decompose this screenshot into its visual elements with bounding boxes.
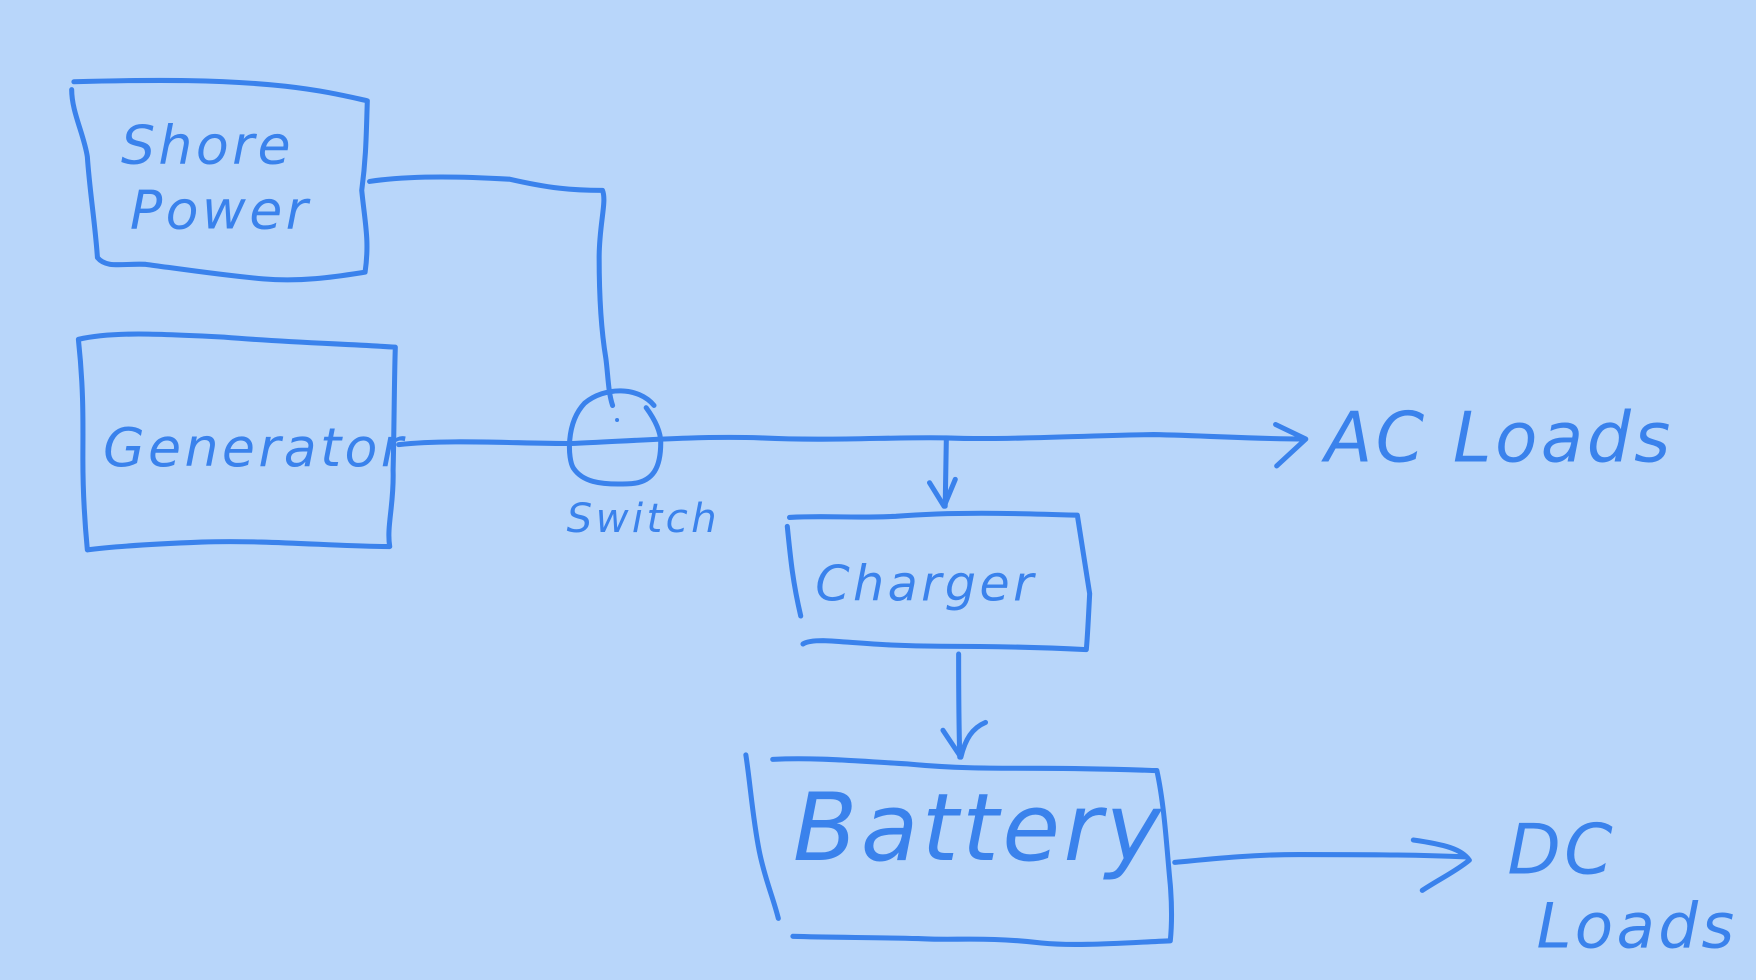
shore-power-label-line1: Shore [121,114,294,177]
generator-label: Generator [103,416,406,479]
shore-power-box [69,77,370,283]
switch-label: Switch [567,495,720,542]
charger-label: Charger [815,554,1036,612]
shore-to-switch-wire [367,174,616,408]
charger-arrowhead [926,476,958,509]
bus-to-charger-wire [942,437,949,509]
ac-bus-wire [396,432,1308,448]
charger-to-battery-wire [956,651,963,760]
generator-node: Generator [75,331,406,553]
battery-to-dc-loads-wire [1172,852,1468,865]
battery-label: Battery [793,774,1165,883]
switch-symbol [566,388,664,487]
battery-arrowhead [940,719,989,760]
dc-loads-label-line1: DC [1507,811,1616,891]
switch-node: Switch [566,388,720,542]
switch-contact-dot [615,417,620,423]
battery-node: Battery [743,752,1175,947]
charger-box [784,510,1093,653]
generator-box [75,331,398,553]
ac-loads-arrowhead [1273,421,1309,469]
charger-node: Charger [784,510,1093,653]
dc-loads-arrowhead [1410,837,1472,893]
ac-loads-label: AC Loads [1321,398,1674,478]
battery-box [743,752,1175,947]
dc-loads-label-line2: Loads [1537,890,1738,963]
shore-power-node: Shore Power [69,77,370,283]
shore-power-label-line2: Power [130,178,311,241]
